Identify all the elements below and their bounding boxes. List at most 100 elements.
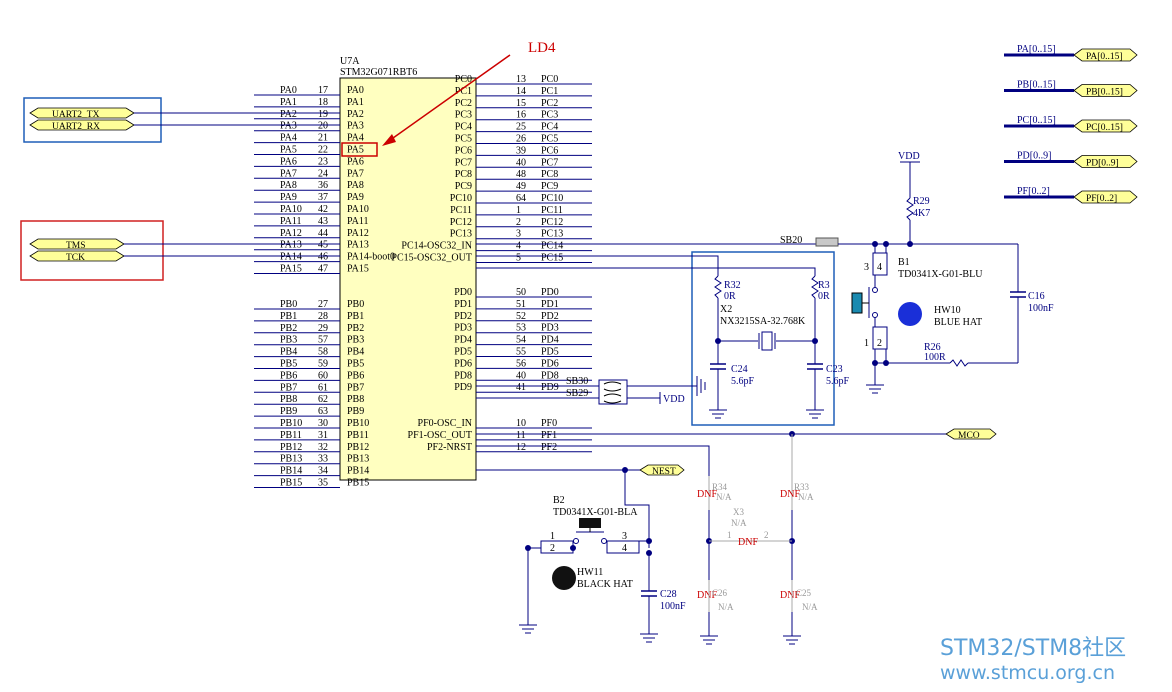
- pin-number: 50: [516, 287, 526, 298]
- net-label: PB3: [280, 335, 297, 346]
- bus-port: [1073, 119, 1138, 133]
- vdd2-label: VDD: [663, 394, 685, 405]
- pin-number: 51: [516, 299, 526, 310]
- gnd-c25: [783, 635, 801, 645]
- net-label: PC6: [541, 145, 558, 156]
- net-label: PA14: [280, 252, 302, 263]
- bus-port: [1073, 190, 1138, 204]
- pin-number: 5: [516, 253, 521, 264]
- pin-number: 27: [318, 299, 328, 310]
- nrst-label: NEST: [652, 467, 676, 477]
- pin-name: PC8: [455, 169, 472, 180]
- pin-name: PC7: [455, 157, 472, 168]
- pin-name: PD1: [454, 299, 472, 310]
- pin-name: PC3: [455, 110, 472, 121]
- pin-name: PF0-OSC_IN: [418, 418, 472, 429]
- net-label: PA2: [280, 109, 297, 120]
- pin-name: PA4: [347, 133, 364, 144]
- bus-port: [1073, 84, 1138, 97]
- r34-dnf: DNF: [697, 489, 717, 500]
- b1-pin1: 1: [864, 338, 869, 349]
- net-label: PC7: [541, 157, 558, 168]
- c24-ref: C24: [731, 364, 748, 375]
- r32-body: [714, 275, 722, 299]
- net-label: PD8: [541, 370, 559, 381]
- pin-name: PA6: [347, 156, 364, 167]
- pin-number: 30: [318, 418, 328, 429]
- bus-port-label: PA[0..15]: [1086, 52, 1123, 62]
- net-label: PB9: [280, 406, 297, 417]
- net-label: PA11: [280, 216, 302, 227]
- b1-contact-a: [872, 287, 878, 293]
- c26-val: N/A: [718, 602, 734, 612]
- pin-name: PB2: [347, 323, 364, 334]
- pin-name: PB12: [347, 442, 369, 453]
- pin-number: 60: [318, 370, 328, 381]
- net-label: PA9: [280, 192, 297, 203]
- sb29-label: SB29: [566, 388, 588, 399]
- pin-number: 1: [516, 205, 521, 216]
- pin-number: 45: [318, 240, 328, 251]
- net-label: PB4: [280, 347, 297, 358]
- r33-ref: R33: [794, 482, 810, 492]
- pin-name: PD2: [454, 311, 472, 322]
- pin-name: PC4: [455, 122, 472, 133]
- net-label: PF1: [541, 430, 557, 441]
- pin-name: PA0: [347, 85, 364, 96]
- net-label: PB0: [280, 299, 297, 310]
- c16-val: 100nF: [1028, 303, 1054, 314]
- r33-dnf: DNF: [780, 489, 800, 500]
- pin-number: 17: [318, 85, 328, 96]
- net-label: PD5: [541, 347, 559, 358]
- pin-number: 11: [516, 430, 526, 441]
- pin-number: 62: [318, 394, 328, 405]
- pin-name: PF1-OSC_OUT: [408, 430, 472, 441]
- mco-label: MCO: [958, 431, 980, 441]
- net-label: PA7: [280, 168, 297, 179]
- bus-net-label: PC[0..15]: [1017, 115, 1056, 126]
- tck-label: TCK: [66, 253, 85, 263]
- pin-name: PA1: [347, 97, 364, 108]
- net-label: PB6: [280, 370, 297, 381]
- pin-number: 46: [318, 252, 328, 263]
- pin-name: PB11: [347, 430, 369, 441]
- b1-contact-b: [872, 312, 878, 318]
- ic-body: [339, 77, 477, 481]
- bus-port-label: PB[0..15]: [1086, 88, 1123, 98]
- bus-ports: PA[0..15]PA[0..15]PB[0..15]PB[0..15]PC[0…: [1004, 44, 1138, 204]
- x2-crystal: [761, 331, 773, 351]
- net-label: PD1: [541, 299, 559, 310]
- r32-ref: R32: [724, 280, 741, 291]
- r33-val: N/A: [798, 492, 814, 502]
- pin-number: 55: [516, 347, 526, 358]
- b1-cap: [851, 292, 863, 314]
- gnd-c28: [640, 633, 658, 643]
- pa5-highlight: [341, 142, 378, 157]
- pin-number: 14: [516, 86, 526, 97]
- pin-name: PF2-NRST: [427, 442, 472, 453]
- right-pin-pf1: PF1-OSC_OUT 11 PF1: [408, 430, 592, 441]
- r34-ref: R34: [712, 482, 728, 492]
- pin-number: 42: [318, 204, 328, 215]
- net-label: PA5: [280, 145, 297, 156]
- pin-name: PD6: [454, 358, 472, 369]
- net-label: PC4: [541, 122, 558, 133]
